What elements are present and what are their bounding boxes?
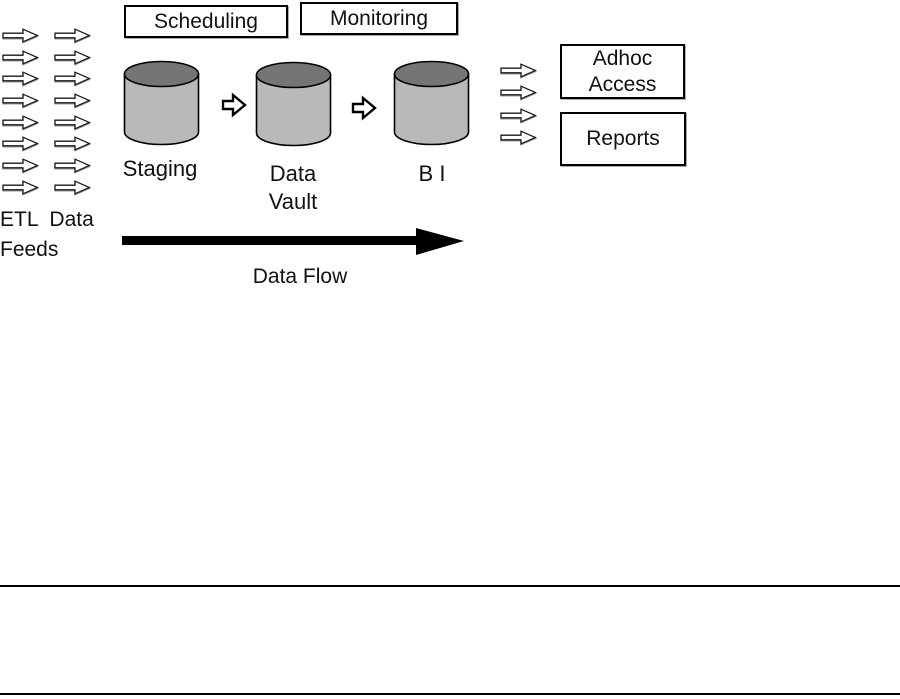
etl-feed-arrows-column-1 [2,28,39,195]
feed-arrow-icon [54,71,91,87]
feed-arrow-icon [54,28,91,43]
staging-database-cylinder-icon [123,60,200,146]
data-flow-label: Data Flow [252,265,348,288]
feed-arrow-icon [54,180,91,195]
feed-arrow-icon [500,63,537,78]
feed-arrow-icon [2,180,39,195]
feed-arrow-icon [2,49,39,65]
data-flow-arrow-icon [122,228,464,255]
reports-label: Reports [586,127,660,150]
feed-arrow-icon [54,136,91,152]
feed-arrow-icon [2,93,39,108]
feed-arrow-icon [2,158,39,173]
flow-arrow-datavault-to-bi-icon [351,95,377,121]
feed-arrow-icon [54,49,91,65]
staging-label: Staging [122,156,198,181]
feed-arrow-icon [500,107,537,123]
feed-arrow-icon [54,158,91,173]
adhoc-access-label-line1: Adhoc [592,46,653,70]
data-vault-database-cylinder-icon [255,61,332,147]
monitoring-box: Monitoring [300,2,458,35]
horizontal-divider-line-bottom [0,693,900,695]
feed-arrow-icon [500,85,537,101]
scheduling-box: Scheduling [124,5,288,38]
flow-arrow-staging-to-datavault-icon [221,92,247,118]
monitoring-label: Monitoring [329,6,429,30]
reports-box: Reports [560,112,686,166]
feed-arrow-icon [500,130,537,145]
horizontal-divider-line-top [0,585,900,587]
bi-database-cylinder-icon [393,60,470,146]
adhoc-access-label-line2: Access [588,72,657,96]
feed-arrow-icon [2,28,39,43]
feed-arrow-icon [54,93,91,108]
feed-arrow-icon [2,71,39,87]
feed-arrow-icon [2,136,39,152]
feed-arrow-icon [2,114,39,130]
adhoc-access-box: Adhoc Access [560,44,685,99]
bi-output-arrows [500,63,537,145]
feed-arrow-icon [54,114,91,130]
bi-label: B I [418,161,446,186]
etl-feed-arrows-column-2 [54,28,91,195]
scheduling-label: Scheduling [154,9,258,33]
